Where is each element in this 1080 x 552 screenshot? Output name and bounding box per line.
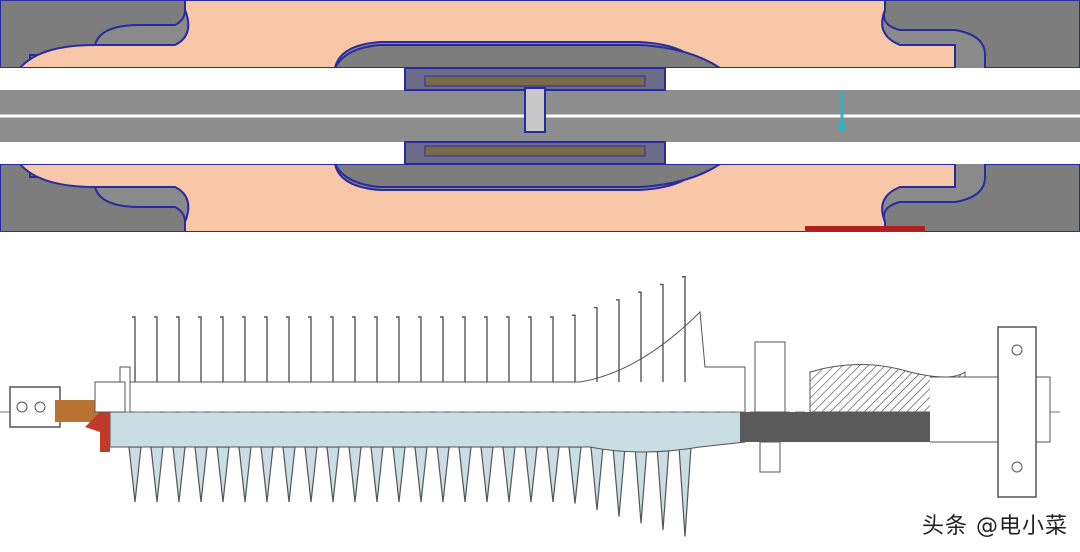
shed-bottom-15 xyxy=(458,446,472,503)
shed-top-17 xyxy=(506,316,510,382)
shed-bottom-23 xyxy=(634,446,648,524)
cable-termination-drawing xyxy=(0,276,1060,537)
shed-bottom-25 xyxy=(678,446,692,537)
red-accent xyxy=(805,226,925,232)
lug-hole-1 xyxy=(16,401,28,413)
shed-top-9 xyxy=(330,316,334,382)
shed-top-25 xyxy=(682,276,686,382)
shed-top-14 xyxy=(440,316,444,382)
terminal-lug-left xyxy=(9,386,61,428)
marker-dot xyxy=(838,123,846,131)
inner-shield-top xyxy=(333,44,724,69)
shed-bottom-11 xyxy=(370,446,384,503)
insulation-body-bottom xyxy=(17,163,956,232)
plate-hole-top xyxy=(1011,344,1023,356)
metal-flange xyxy=(740,412,810,442)
shed-top-18 xyxy=(528,316,532,382)
shed-bottom-13 xyxy=(414,446,428,503)
shed-bottom-2 xyxy=(172,446,186,503)
shed-top-10 xyxy=(352,316,356,382)
shed-top-23 xyxy=(638,291,642,382)
shed-top-22 xyxy=(616,299,620,382)
shed-bottom-7 xyxy=(282,446,296,503)
shed-top-24 xyxy=(660,283,664,382)
shed-bottom-19 xyxy=(546,446,560,503)
sheds-top xyxy=(132,276,686,382)
shed-bottom-18 xyxy=(524,446,538,503)
cable-joint-cross-section xyxy=(0,0,1080,232)
plate-hole-bottom xyxy=(1011,461,1023,473)
termination-body-left xyxy=(94,381,126,413)
inner-shield-bottom xyxy=(333,163,724,188)
shed-top-11 xyxy=(374,316,378,382)
shed-bottom-8 xyxy=(304,446,318,503)
shed-top-7 xyxy=(286,316,290,382)
shed-top-4 xyxy=(220,316,224,382)
shed-top-13 xyxy=(418,316,422,382)
shed-top-1 xyxy=(154,316,158,382)
insulator-upper-outline xyxy=(119,310,746,412)
shed-top-12 xyxy=(396,316,400,382)
shed-bottom-24 xyxy=(656,446,670,530)
flange-bracket-top xyxy=(754,341,786,413)
shed-top-16 xyxy=(484,316,488,382)
shed-top-15 xyxy=(462,316,466,382)
shed-bottom-1 xyxy=(150,446,164,503)
shed-bottom-0 xyxy=(128,446,142,503)
shed-bottom-17 xyxy=(502,446,516,503)
connector-web xyxy=(524,87,546,133)
shed-bottom-4 xyxy=(216,446,230,503)
shed-top-2 xyxy=(176,316,180,382)
shed-bottom-9 xyxy=(326,446,340,503)
shed-top-8 xyxy=(308,316,312,382)
copper-conductor xyxy=(55,400,100,422)
lug-hole-2 xyxy=(34,401,46,413)
shed-bottom-14 xyxy=(436,446,450,503)
shed-bottom-12 xyxy=(392,446,406,503)
shed-bottom-5 xyxy=(238,446,252,503)
watermark: 头条 @电小菜 xyxy=(922,514,1068,539)
dark-sleeve xyxy=(810,412,930,442)
shed-top-20 xyxy=(572,314,576,382)
shed-bottom-6 xyxy=(260,446,274,503)
connector-inner-top xyxy=(424,75,646,87)
red-stress-layer xyxy=(85,412,110,452)
insulation-body-top xyxy=(17,0,956,69)
shed-top-19 xyxy=(550,316,554,382)
sheds-bottom xyxy=(128,446,692,537)
insulator-lower-body xyxy=(109,411,746,453)
shed-bottom-3 xyxy=(194,446,208,503)
shed-top-21 xyxy=(594,306,598,382)
shed-bottom-22 xyxy=(612,446,626,517)
flange-bracket-bottom xyxy=(759,441,781,473)
shed-top-3 xyxy=(198,316,202,382)
shed-top-0 xyxy=(132,316,136,382)
shed-top-6 xyxy=(264,316,268,382)
shed-bottom-16 xyxy=(480,446,494,503)
shed-bottom-10 xyxy=(348,446,362,503)
shed-bottom-20 xyxy=(568,446,582,504)
connector-inner-bottom xyxy=(424,145,646,157)
hatched-section xyxy=(809,364,966,413)
shed-bottom-21 xyxy=(590,446,604,511)
shed-top-5 xyxy=(242,316,246,382)
